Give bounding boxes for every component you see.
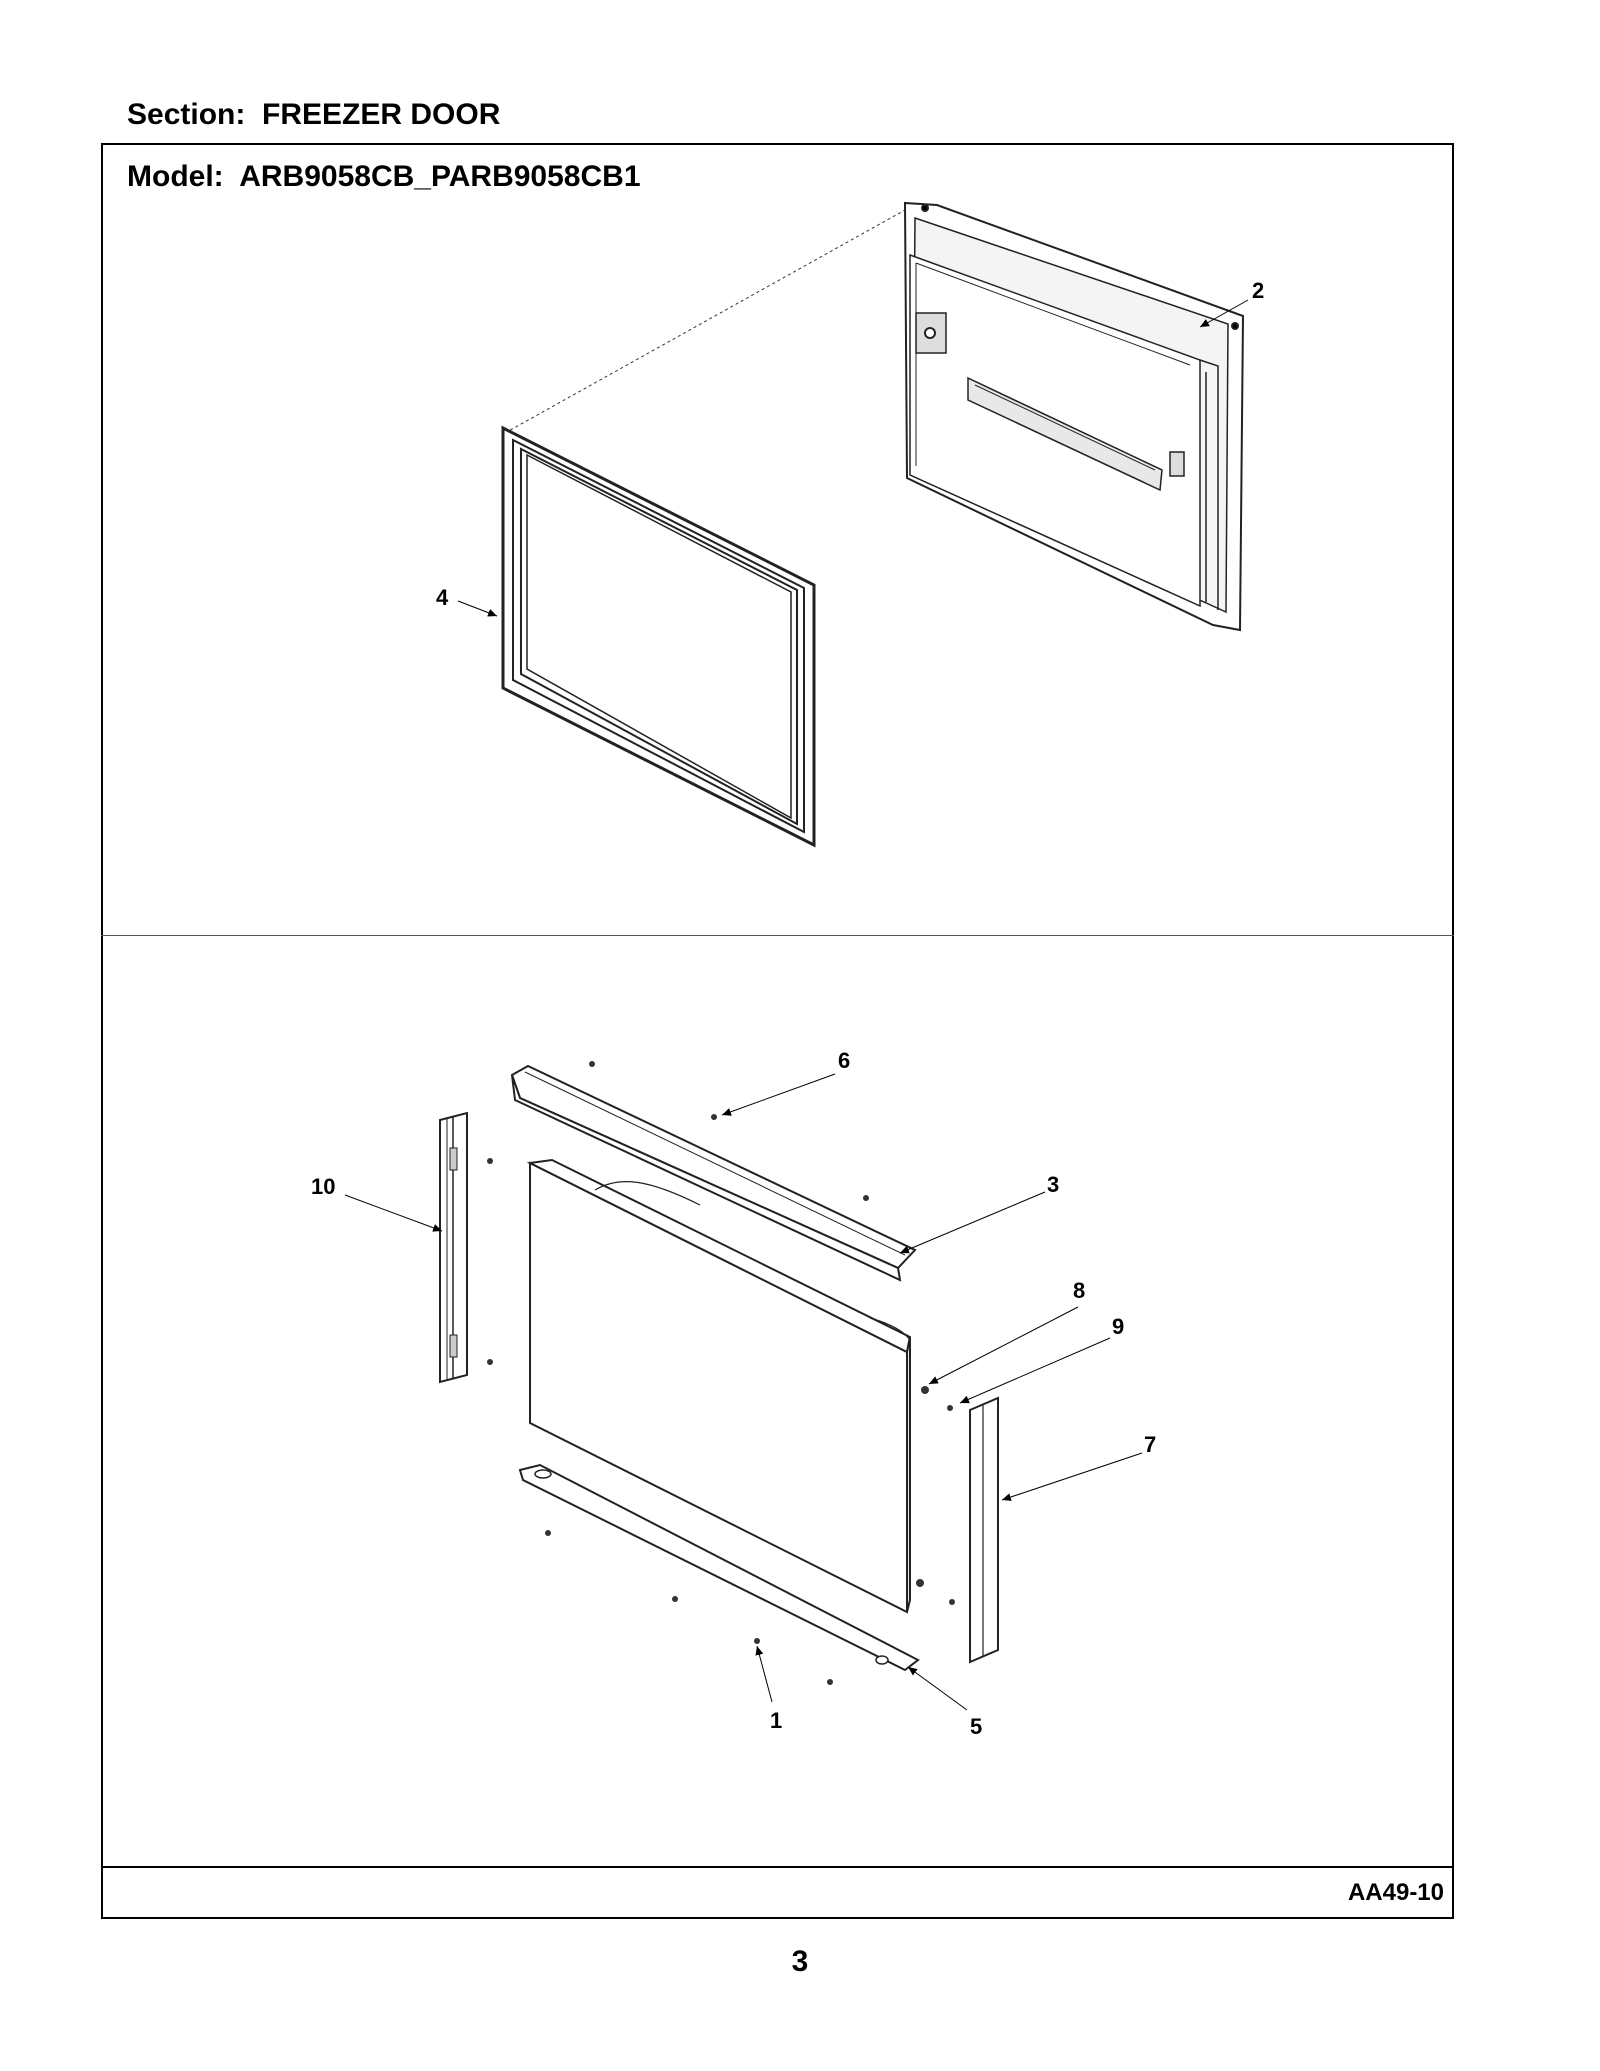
handle-trim-part [969, 1396, 999, 1664]
document-code: AA49-10 [1347, 1879, 1444, 1906]
side-trim-part [439, 1111, 468, 1384]
callout-7: 7 [1144, 1432, 1156, 1457]
leader-9 [959, 1337, 1111, 1404]
callout-3: 3 [1047, 1172, 1059, 1197]
model-label: Model: [127, 160, 224, 193]
callout-2: 2 [1252, 278, 1264, 303]
leader-1 [755, 1645, 773, 1703]
bottom-cap-part [518, 1463, 920, 1672]
leader-2 [1199, 299, 1249, 328]
leader-4 [457, 600, 498, 617]
panel-divider [101, 935, 1454, 936]
leader-5 [907, 1666, 968, 1711]
callout-1: 1 [770, 1708, 782, 1733]
door-gasket-part [501, 425, 816, 848]
section-title: Section: FREEZER DOOR [127, 98, 500, 132]
diagram-frame [101, 143, 1454, 1919]
section-label: Section: [127, 98, 246, 131]
leader-6 [721, 1073, 836, 1116]
callout-5: 5 [970, 1714, 982, 1739]
callout-4: 4 [436, 585, 449, 610]
page-number: 3 [791, 1945, 809, 1978]
callout-10: 10 [311, 1174, 335, 1199]
model-value: ARB9058CB_PARB9058CB1 [239, 160, 641, 193]
callout-9: 9 [1112, 1314, 1124, 1339]
section-value: FREEZER DOOR [262, 98, 501, 131]
alignment-line [504, 209, 906, 434]
callout-8: 8 [1073, 1278, 1085, 1303]
leader-3 [899, 1191, 1046, 1254]
model-title: Model: ARB9058CB_PARB9058CB1 [127, 160, 641, 194]
callout-6: 6 [838, 1048, 850, 1073]
footer-divider [101, 1866, 1454, 1868]
screws [487, 1061, 955, 1685]
door-liner-part [903, 201, 1245, 632]
leader-8 [928, 1306, 1079, 1385]
leader-7 [1001, 1452, 1143, 1501]
top-cap-part [510, 1064, 917, 1282]
leader-10 [344, 1194, 443, 1232]
door-panel-part [526, 1158, 912, 1614]
